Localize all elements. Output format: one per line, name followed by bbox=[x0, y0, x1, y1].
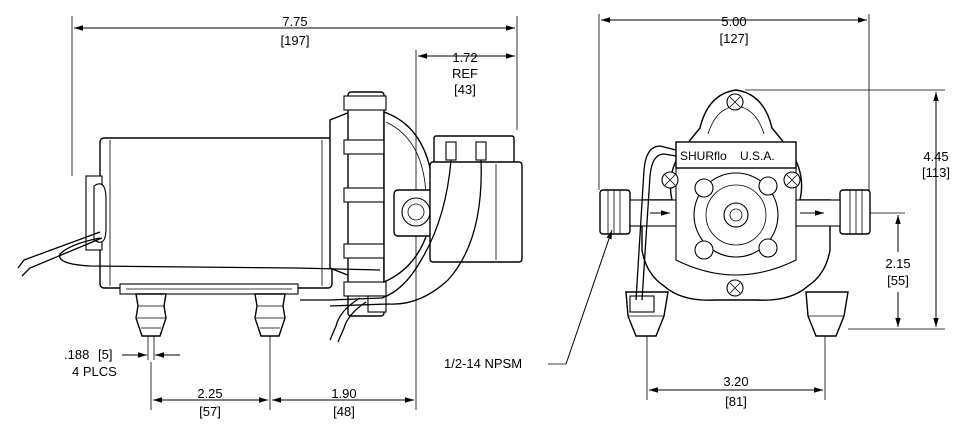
dim-overall-length-mm: [197] bbox=[281, 33, 310, 48]
dim-foot-spacing-in: 3.20 bbox=[723, 374, 748, 389]
front-foot-right bbox=[805, 291, 849, 337]
mount-foot-right bbox=[254, 293, 286, 337]
dim-overall-width-in: 5.00 bbox=[721, 14, 746, 29]
dim-port-height-in: 2.15 bbox=[885, 256, 910, 271]
front-port-right bbox=[795, 189, 871, 235]
front-screws bbox=[661, 93, 801, 297]
dim-port-height: 2.15 [55] bbox=[870, 212, 914, 327]
dim-mount-hole-count: 4 PLCS bbox=[72, 364, 117, 379]
front-wires bbox=[635, 145, 677, 301]
dim-mount-hole-mm: [5] bbox=[98, 347, 112, 362]
dim-mount-spacing-mm: [57] bbox=[199, 404, 221, 419]
dim-head-ref-in: 1.72 bbox=[452, 50, 477, 65]
dim-mount-to-port: 1.90 [48] bbox=[272, 386, 414, 419]
dim-mount-hole: .188 [5] 4 PLCS bbox=[64, 336, 180, 379]
dim-mount-spacing: 2.25 [57] bbox=[150, 236, 417, 419]
pressure-switch bbox=[429, 135, 523, 263]
dim-overall-length-in: 7.75 bbox=[282, 14, 307, 29]
origin-label: U.S.A. bbox=[740, 149, 775, 163]
dim-overall-height-mm: [113] bbox=[922, 165, 950, 180]
front-port-left bbox=[599, 189, 677, 235]
dim-head-ref-mm: [43] bbox=[454, 82, 476, 97]
dim-mount-hole-in: .188 bbox=[64, 347, 89, 362]
motor-body bbox=[85, 137, 333, 289]
front-view: SHURflo U.S.A. bbox=[444, 14, 950, 409]
dim-foot-spacing-mm: [81] bbox=[725, 394, 747, 409]
dim-overall-height-in: 4.45 bbox=[923, 149, 948, 164]
dim-mount-to-port-in: 1.90 bbox=[331, 386, 356, 401]
port-thread-callout: 1/2-14 NPSM bbox=[444, 229, 613, 371]
dim-overall-height: 4.45 [113] bbox=[745, 89, 950, 330]
dim-overall-width-mm: [127] bbox=[720, 31, 749, 46]
dim-overall-width: 5.00 [127] bbox=[598, 14, 870, 190]
mount-foot-left bbox=[135, 293, 167, 337]
front-foot-left bbox=[625, 291, 669, 337]
side-view: 7.75 [197] 1.72 REF [43] .188 [5] 4 PLCS bbox=[17, 14, 523, 419]
mount-base bbox=[119, 283, 299, 295]
dim-foot-spacing: 3.20 [81] bbox=[646, 336, 826, 409]
front-housing: SHURflo U.S.A. bbox=[641, 89, 831, 301]
port-thread-label: 1/2-14 NPSM bbox=[444, 356, 522, 371]
dim-head-ref: 1.72 REF [43] bbox=[415, 50, 515, 190]
dim-overall-length: 7.75 [197] bbox=[71, 14, 518, 176]
side-port bbox=[393, 189, 435, 237]
dim-mount-to-port-mm: [48] bbox=[333, 404, 355, 419]
dim-port-height-mm: [55] bbox=[887, 273, 909, 288]
dim-head-ref-label: REF bbox=[452, 66, 478, 81]
side-wires bbox=[17, 159, 482, 343]
brand-label: SHURflo bbox=[680, 149, 727, 163]
dim-mount-spacing-in: 2.25 bbox=[197, 386, 222, 401]
